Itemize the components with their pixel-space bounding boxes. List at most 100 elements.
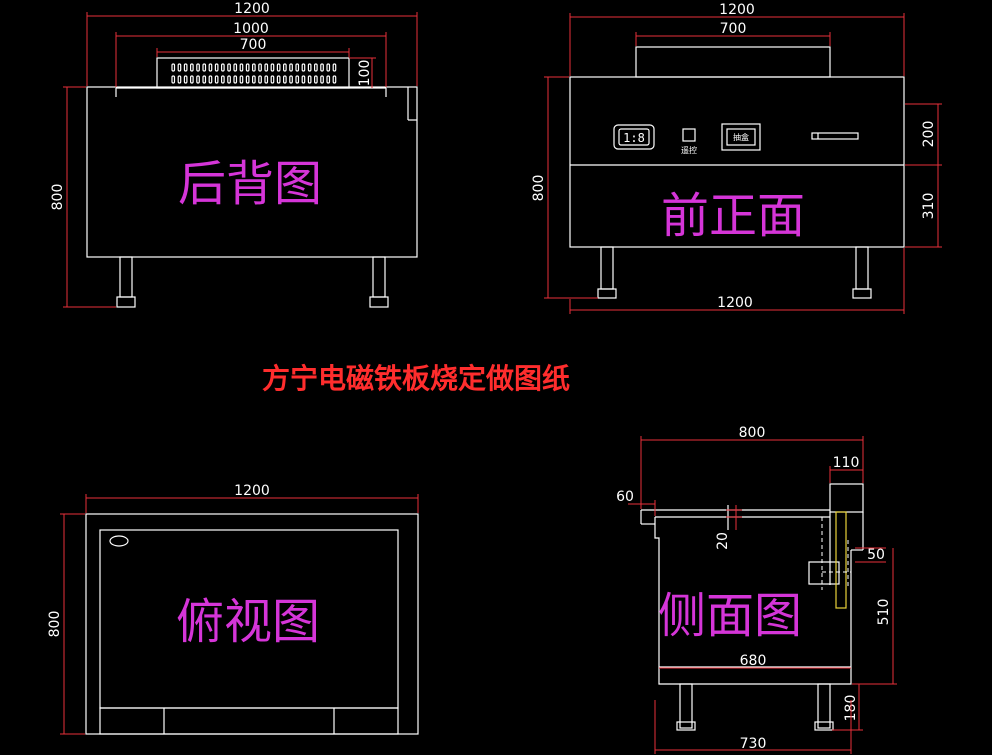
drawing-title: 方宁电磁铁板烧定做图纸	[262, 362, 570, 395]
back-view: 1200 1000 700 100 800 后背图	[50, 1, 418, 308]
vent-slot	[221, 63, 225, 72]
front-dim-width-top: 1200	[719, 2, 755, 18]
vent-slot	[314, 75, 318, 84]
vent-slot	[183, 63, 188, 72]
front-leg-right	[855, 246, 869, 290]
vent-slot	[183, 75, 188, 84]
front-view-label: 前正面	[661, 188, 805, 244]
back-dim-inner: 1000	[233, 21, 269, 37]
back-dim-vent-height: 100	[357, 60, 373, 87]
vent-slot	[320, 63, 324, 72]
vent-slot	[239, 75, 244, 84]
back-leg-left	[119, 256, 133, 298]
vent-slot	[301, 63, 306, 72]
front-dim-top: 700	[720, 21, 747, 37]
top-drain-hole	[109, 535, 129, 547]
vent-slot	[252, 63, 256, 72]
vent-slot	[214, 75, 219, 84]
front-dim-width-bottom: 1200	[717, 295, 753, 311]
side-dim-depth: 800	[739, 425, 766, 441]
vent-slot	[177, 63, 182, 72]
vent-slot	[196, 75, 200, 84]
side-view: 800 110 60 20 50 510 680 180 730 侧面图	[616, 425, 897, 754]
vent-slot	[258, 63, 262, 72]
vent-slot	[283, 63, 287, 72]
vent-slot	[245, 63, 250, 72]
vent-slot	[301, 75, 306, 84]
side-dim-bottom: 730	[740, 736, 767, 752]
top-dim-depth: 800	[47, 611, 63, 638]
side-dim-base: 680	[740, 653, 767, 669]
vent-slot	[332, 63, 337, 72]
remote-sensor	[682, 128, 696, 142]
vent-slot	[289, 75, 293, 84]
side-dim-box: 110	[833, 455, 860, 471]
front-leg-left	[600, 246, 614, 290]
front-top-box	[635, 46, 831, 78]
front-display-digits: 1:8	[623, 131, 645, 145]
vent-slot	[214, 63, 219, 72]
vent-slot	[276, 63, 281, 72]
vent-slot	[177, 75, 182, 84]
vent-slot	[283, 75, 287, 84]
front-slider	[811, 132, 859, 140]
vent-slot	[190, 75, 194, 84]
vent-slot	[320, 75, 324, 84]
front-display	[613, 124, 655, 150]
vent-slot	[233, 75, 238, 84]
back-vent-box	[156, 57, 350, 89]
vent-slot	[221, 75, 225, 84]
vent-slot	[289, 63, 293, 72]
vent-slot	[295, 63, 300, 72]
vent-slot	[239, 63, 244, 72]
side-dim-body: 510	[876, 599, 892, 626]
vent-slot	[227, 63, 231, 72]
vent-slot	[270, 75, 275, 84]
side-exhaust	[835, 511, 847, 609]
side-dim-overhang: 60	[616, 489, 634, 505]
top-view-label: 俯视图	[176, 594, 320, 650]
vent-slot	[202, 63, 207, 72]
vent-slot	[208, 63, 213, 72]
vent-slot	[227, 75, 231, 84]
side-view-label: 侧面图	[658, 588, 802, 644]
drawer-button	[721, 123, 761, 151]
side-body-outline	[654, 524, 852, 685]
back-dim-vent: 700	[240, 37, 267, 53]
side-dim-step: 50	[867, 547, 885, 563]
top-view: 1200 800 俯视图	[47, 483, 419, 735]
drawer-label: 抽盒	[733, 132, 749, 142]
vent-slot	[314, 63, 318, 72]
back-dim-width: 1200	[234, 1, 270, 17]
vent-slot	[233, 63, 238, 72]
side-leg-right	[817, 683, 831, 729]
vent-slot	[264, 63, 269, 72]
side-rear-box	[829, 483, 864, 513]
top-dim-width: 1200	[234, 483, 270, 499]
vent-slot	[295, 75, 300, 84]
front-body-outline	[569, 76, 905, 248]
vent-slot	[196, 63, 200, 72]
vent-slot	[307, 75, 312, 84]
vent-slot	[332, 75, 337, 84]
back-view-label: 后背图	[178, 156, 322, 212]
vent-slot	[307, 63, 312, 72]
vent-slot	[202, 75, 207, 84]
front-view: 1:8 遥控 抽盒 1200 700 1200 800	[531, 2, 942, 314]
vent-slots	[171, 63, 337, 84]
side-dim-thick: 20	[715, 532, 731, 550]
vent-slot	[270, 63, 275, 72]
vent-slot	[326, 63, 331, 72]
back-dim-height: 800	[50, 184, 66, 211]
vent-slot	[326, 75, 331, 84]
front-dim-height: 800	[531, 175, 547, 202]
side-leg-left	[679, 683, 693, 729]
vent-slot	[171, 75, 176, 84]
front-dim-body: 310	[921, 193, 937, 220]
vent-slot	[190, 63, 194, 72]
vent-slot	[252, 75, 256, 84]
back-leg-right	[372, 256, 386, 298]
front-dim-panel: 200	[921, 121, 937, 148]
vent-slot	[276, 75, 281, 84]
